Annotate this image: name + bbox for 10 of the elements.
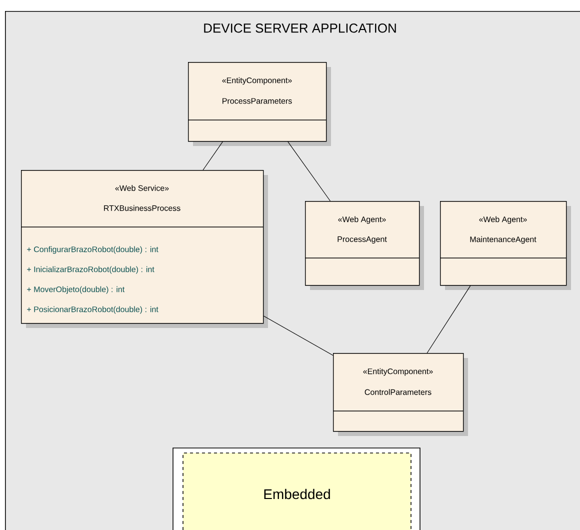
class-box: «Web Agent» MaintenanceAgent	[440, 201, 571, 290]
note-box: Embedded	[172, 448, 420, 530]
class-box: «EntityComponent» ControlParameters	[332, 353, 468, 436]
class-box: «EntityComponent» ProcessParameters	[188, 62, 331, 146]
association-line	[202, 141, 223, 170]
class-box: «Web Service» RTXBusinessProcess + ConfigurarBrazoRobot(double) : int + InicializarBrazoRobot(double) : int + MoverObjeto(double) : int + PosicionarBrazoRobot(double) : int	[20, 170, 268, 328]
association-line	[288, 141, 331, 202]
association-line	[426, 285, 471, 354]
association-line	[263, 316, 334, 356]
class-box: «Web Agent» ProcessAgent	[304, 201, 424, 290]
